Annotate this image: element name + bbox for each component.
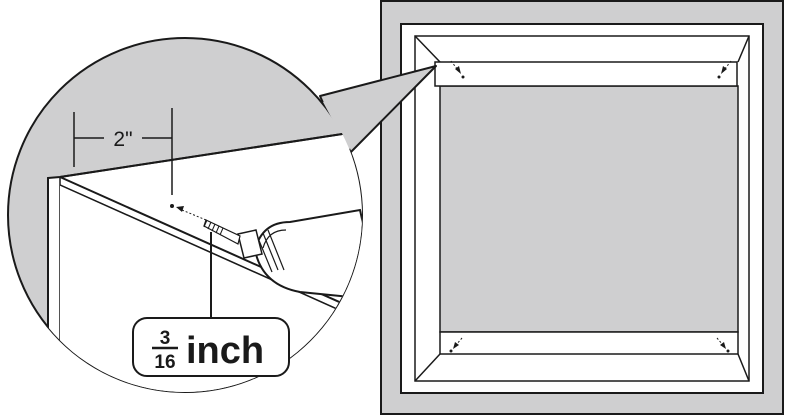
top-left-hole-arrow xyxy=(450,60,465,79)
unit-label: inch xyxy=(186,330,264,372)
fraction-numerator: 3 xyxy=(160,328,171,349)
dimension-marker: 2" xyxy=(73,108,173,195)
drill-direction-arrow xyxy=(170,204,207,221)
top-mounting-rail xyxy=(434,61,738,87)
bottom-rail xyxy=(439,331,739,355)
drill-bit-size-label: 3 16 inch xyxy=(132,317,290,377)
bottom-left-hole-arrow xyxy=(449,337,463,353)
shade-fabric xyxy=(439,85,739,333)
window-frame-view xyxy=(380,0,784,415)
fraction-denominator: 16 xyxy=(154,352,175,373)
top-right-hole-arrow xyxy=(717,60,732,79)
dimension-label: 2" xyxy=(113,128,132,151)
drill xyxy=(203,208,362,302)
bottom-right-hole-arrow xyxy=(716,337,730,353)
